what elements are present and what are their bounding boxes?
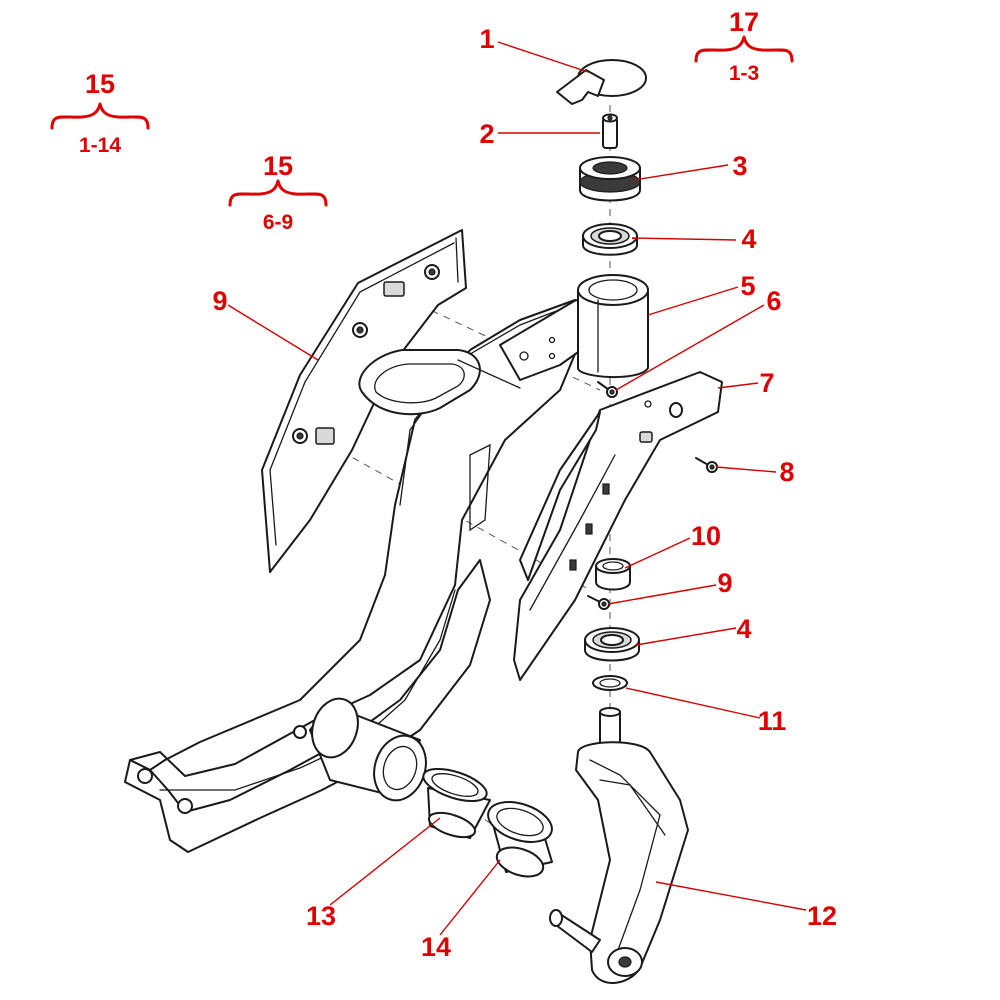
part-10-spacer xyxy=(595,558,631,591)
brace-g-15-sub xyxy=(228,179,328,207)
part-9-side-cover xyxy=(261,229,467,573)
part-12-crank-arm xyxy=(549,707,689,984)
part-15-pedal-arm xyxy=(124,299,586,853)
callout-7: 7 xyxy=(759,368,774,398)
part-13-bushing xyxy=(422,767,491,839)
part-14-flanged-bushing xyxy=(487,801,553,878)
callout-leader-lines xyxy=(227,41,807,936)
callout-14: 14 xyxy=(421,932,451,962)
callout-10: 10 xyxy=(691,521,721,551)
callout-2: 2 xyxy=(479,119,494,149)
callout-12: 12 xyxy=(807,901,837,931)
callout-3: 3 xyxy=(732,151,747,181)
part-3-seal xyxy=(579,156,641,202)
callout-9-lower: 9 xyxy=(717,568,732,598)
group-range-1-3: 1-3 xyxy=(729,62,759,85)
group-range-1-14: 1-14 xyxy=(79,134,121,157)
part-2-pin xyxy=(602,113,618,149)
callout-13: 13 xyxy=(306,901,336,931)
callout-11: 11 xyxy=(758,706,787,736)
brace-g-17 xyxy=(694,35,794,63)
callout-4-lower: 4 xyxy=(736,614,751,644)
callout-8: 8 xyxy=(779,457,794,487)
group-range-6-9: 6-9 xyxy=(263,211,293,234)
part-4-bearing-upper xyxy=(582,223,638,256)
callout-6: 6 xyxy=(766,286,781,316)
group-label-15-all: 15 xyxy=(85,69,115,99)
part-6-screw xyxy=(597,381,618,398)
part-7-side-plate xyxy=(513,371,723,681)
group-braces xyxy=(50,35,794,207)
callout-9-upper: 9 xyxy=(212,286,227,316)
callout-5: 5 xyxy=(740,271,755,301)
callout-labels: 1 2 3 4 5 6 7 8 9 10 9 4 11 12 13 14 15 … xyxy=(79,7,837,962)
callout-1: 1 xyxy=(479,24,494,54)
part-9-screw-lower xyxy=(587,595,610,610)
part-5-pivot-tube xyxy=(499,274,649,381)
part-1-cap xyxy=(556,59,647,105)
group-label-17: 17 xyxy=(729,7,759,37)
callout-4-upper: 4 xyxy=(741,224,756,254)
part-11-washer xyxy=(592,675,628,691)
part-4-bearing-lower xyxy=(584,627,640,662)
group-label-15-sub: 15 xyxy=(263,151,293,181)
part-8-screw xyxy=(695,457,718,473)
brace-g-15-all xyxy=(50,102,150,130)
